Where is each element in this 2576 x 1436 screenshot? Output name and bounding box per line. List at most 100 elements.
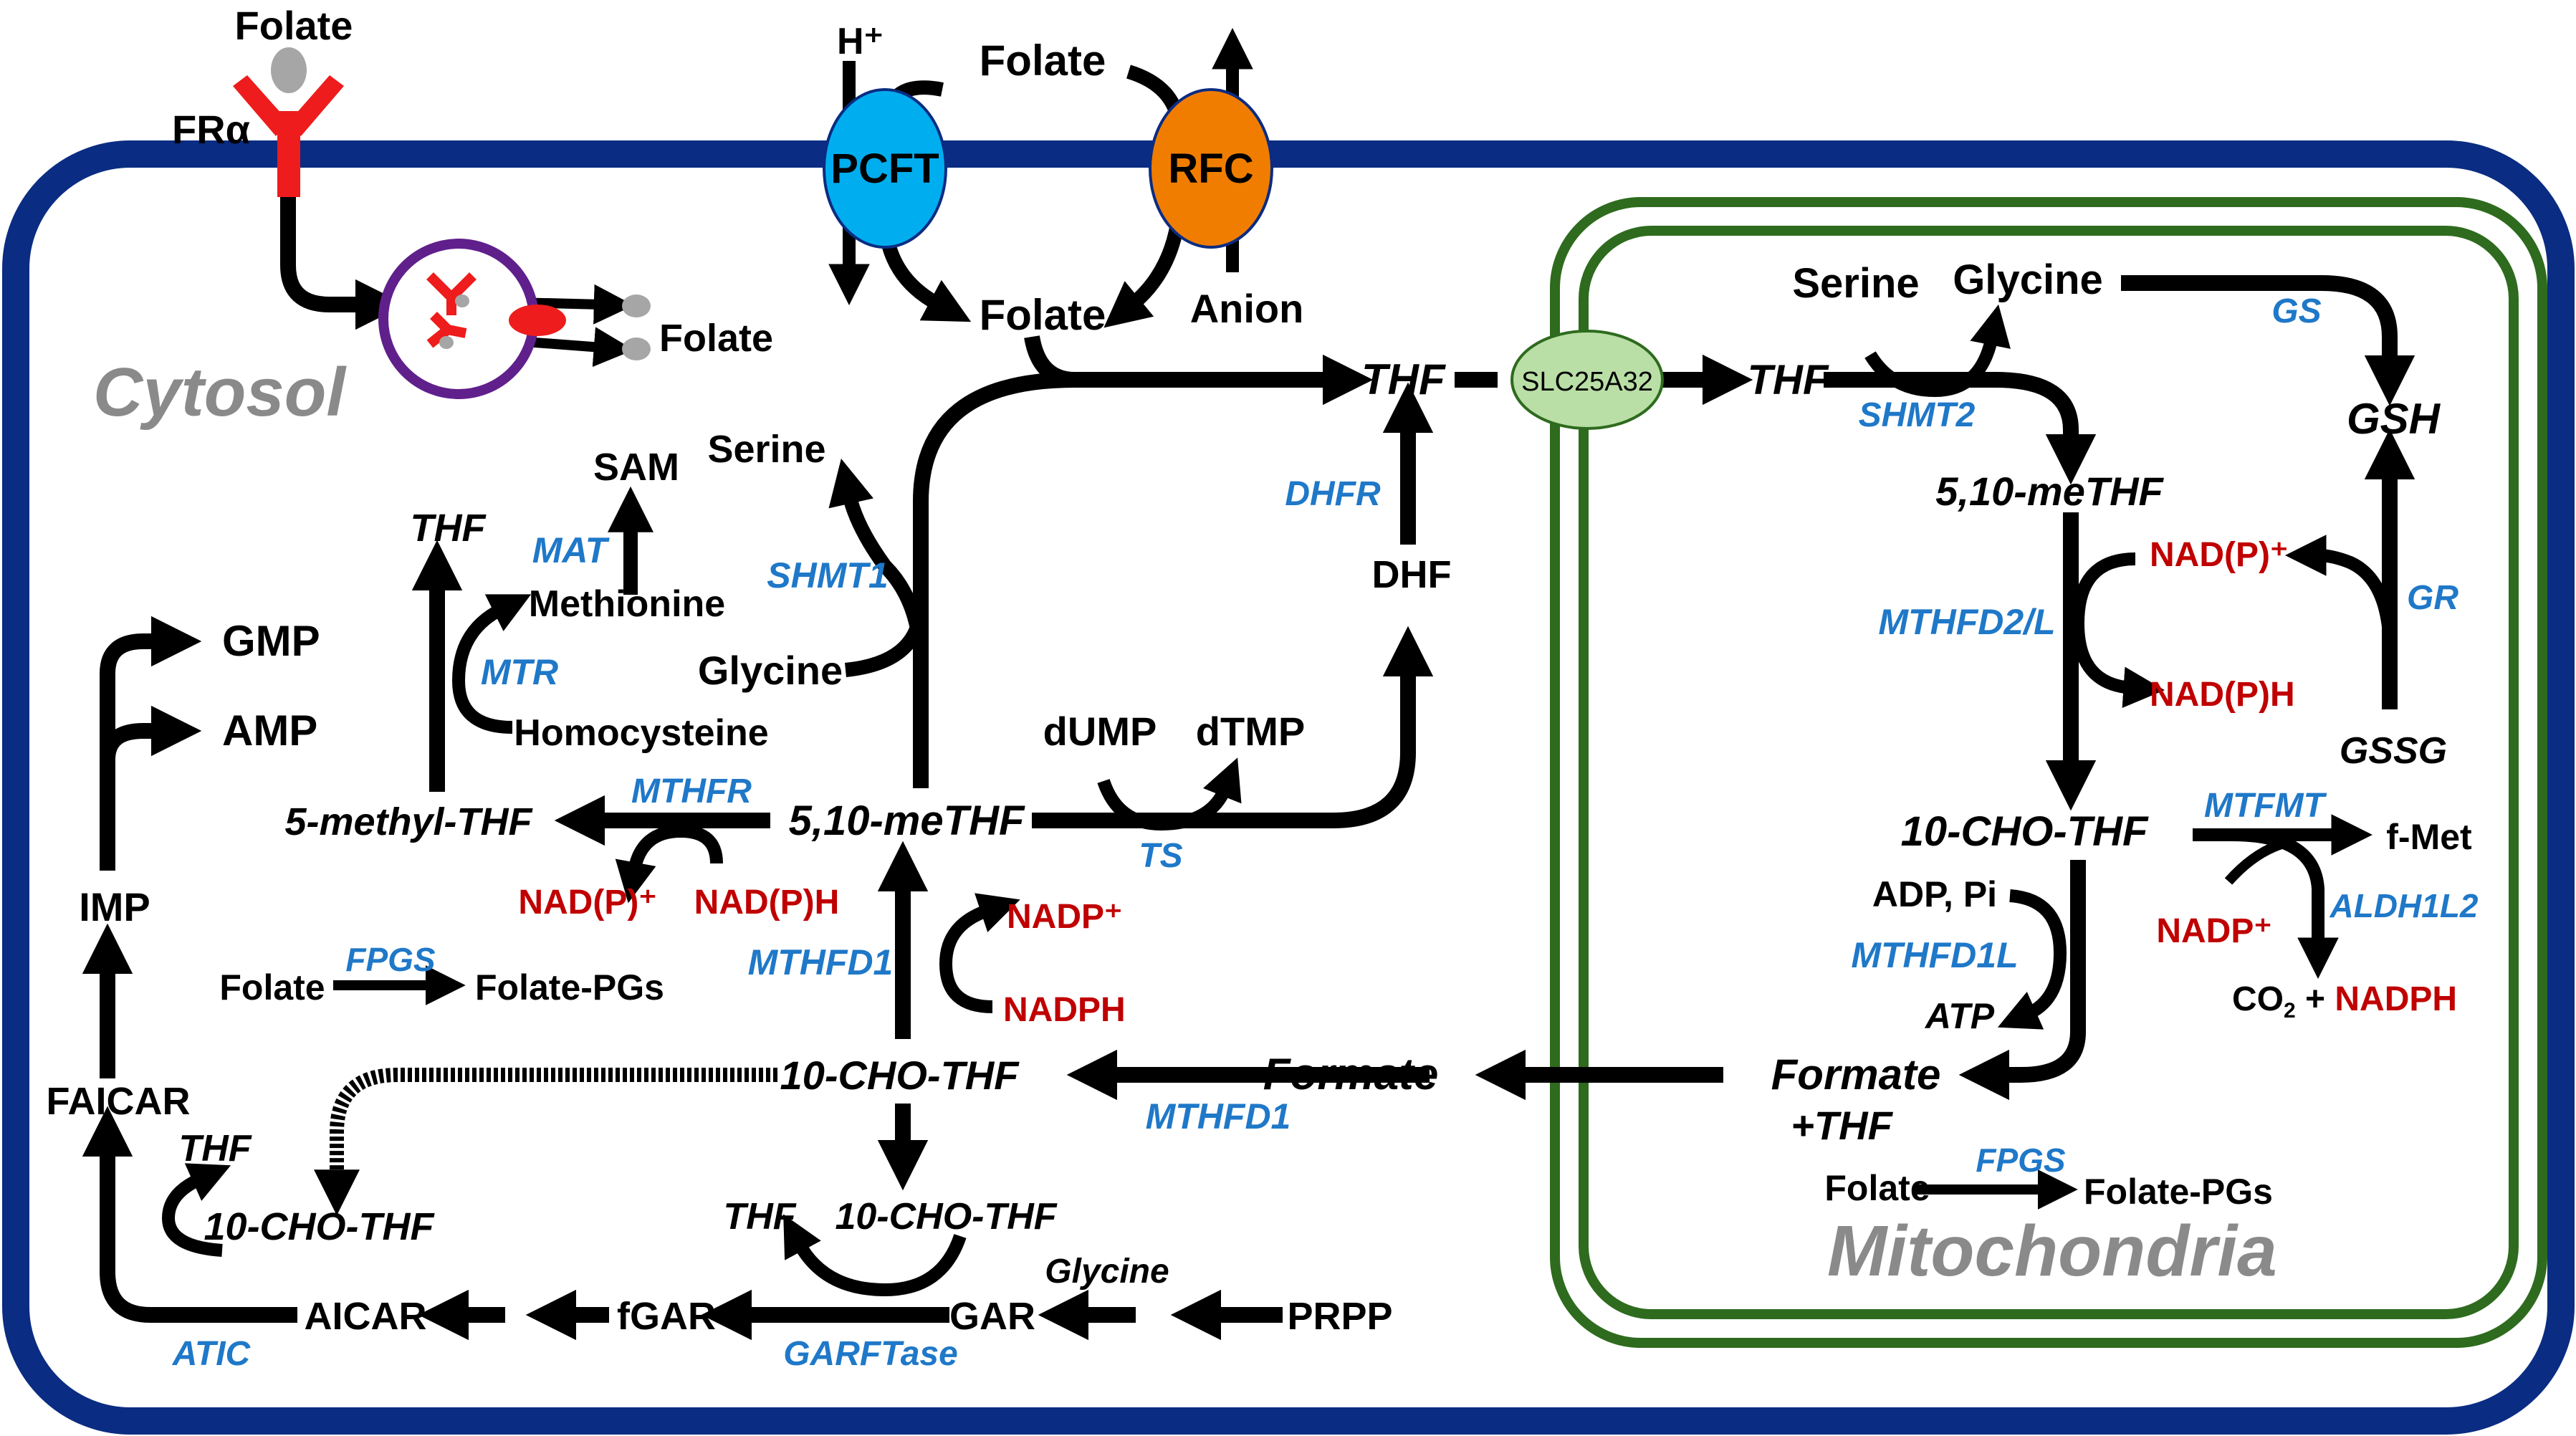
gar-label: GAR [949,1295,1035,1338]
sam-label: SAM [593,446,679,489]
imp-label: IMP [79,884,150,929]
cho-thf-atic-label: 10-CHO-THF [204,1205,436,1248]
mthfd1-lower-label: MTHFD1 [1146,1096,1291,1136]
mtfmt-label: MTFMT [2204,787,2327,825]
arrow-aldh1l2 [2231,828,2339,980]
arrow-dotted-cho-thf-to-atic [313,1068,777,1216]
gr-label: GR [2407,579,2458,617]
arrow-garftase-cofactor [783,1214,967,1296]
arrow-serine-glycine [1864,304,2011,397]
nadp-plus-mthfd1-label: NADP⁺ [1007,898,1122,936]
mito-glycine-label: Glycine [1953,257,2103,303]
mito-folate-pgs-label: Folate-PGs [2084,1172,2273,1212]
co2-label: CO2 + NADPH [2232,980,2457,1023]
nadp-plus-mthfr-label: NAD(P)⁺ [518,884,656,922]
shmt1-label: SHMT1 [767,555,888,595]
arrow-atic [82,1106,297,1323]
serine-label: Serine [707,428,825,471]
arrow-imp-gmp [100,616,202,871]
mtr-label: MTR [481,652,558,692]
arrow-gr-nadp [2284,535,2396,653]
arrow-dump-dtmp [1097,757,1242,831]
arrow-adp-atp [1997,889,2067,1030]
mitochondria-outer-membrane [1550,197,2547,1348]
fgar-label: fGAR [617,1295,716,1338]
anion-label: Anion [1190,286,1304,331]
mito-nadp-plus-label: NAD(P)⁺ [2150,536,2288,574]
arrow-folate-to-thf [1024,335,1374,406]
gs-label: GS [2271,292,2321,330]
methionine-label: Methionine [529,583,725,625]
mito-serine-label: Serine [1792,260,1919,307]
cho-thf-garft-label: 10-CHO-THF [835,1196,1057,1238]
thf-main-label: THF [1361,355,1446,403]
mito-fpgs-label: FPGS [1976,1141,2066,1179]
mito-nadph-label: NAD(P)H [2150,676,2295,714]
cho-thf-cytosol-label: 10-CHO-THF [780,1053,1020,1098]
arrow-glycine-in [844,608,928,677]
dtmp-label: dTMP [1196,709,1305,754]
fra-label: FRα [172,107,250,152]
atp-label: ATP [1924,996,1995,1036]
aldh1l2-label: ALDH1L2 [2329,887,2478,924]
glycine-label: Glycine [698,648,843,693]
slc25a32-label: SLC25A32 [1521,367,1653,397]
ts-label: TS [1139,837,1182,875]
formate-cytosol-label: Formate [1263,1050,1439,1099]
folate-in-label: Folate [980,291,1106,339]
fpgs-cytosol-label: FPGS [345,941,436,978]
mat-label: MAT [532,530,611,570]
arrow-shmt2 [1824,372,2097,485]
thf-mtr-label: THF [411,507,487,550]
mito-folate-fpgs-label: Folate [1824,1168,1930,1208]
gmp-label: GMP [222,617,320,665]
mitochondria-label: Mitochondria [1827,1211,2277,1291]
amp-label: AMP [222,707,317,755]
mito-nadp-plus-aldh-label: NADP⁺ [2156,912,2271,950]
cell-membrane [2,140,2575,1435]
atic-label: ATIC [172,1335,252,1373]
h-plus-label: H⁺ [837,21,884,62]
endosome-icon [378,239,651,399]
five-methyl-thf-label: 5-methyl-THF [284,800,533,843]
arrow-mthfd1l [1958,860,2086,1101]
mito-cho-thf-label: 10-CHO-THF [1901,808,2149,855]
fmet-label: f-Met [2386,817,2472,857]
gsh-label: GSH [2347,395,2441,443]
mito-thf-label: THF [1748,357,1829,403]
endosome-folate-label: Folate [659,317,773,360]
arrow-nadp-to-nadph-mito [2072,552,2165,708]
nadph-mthfd1-label: NADPH [1003,991,1126,1029]
arrow-gs [2121,275,2415,406]
thf-garft-label: THF [723,1196,796,1238]
mthfr-label: MTHFR [631,772,752,810]
aicar-label: AICAR [305,1295,427,1338]
mthfd1-upper-label: MTHFD1 [748,942,894,982]
prpp-label: PRPP [1287,1295,1392,1338]
cytosol-label: Cytosol [93,354,347,431]
slc25a32-transporter [1510,330,1664,430]
faicar-label: FAICAR [47,1080,191,1123]
thf-atic-label: THF [178,1128,252,1169]
folate-pgs-label: Folate-PGs [475,967,664,1007]
arrow-ts-dhf [1032,626,1434,828]
rfc-transporter [1149,88,1273,249]
shmt2-label: SHMT2 [1859,396,1976,434]
mito-me-thf-label: 5,10-meTHF [1935,469,2164,514]
pcft-label: PCFT [830,145,939,192]
gssg-label: GSSG [2340,730,2447,772]
glycine-gar-label: Glycine [1045,1253,1169,1291]
dhf-label: DHF [1372,553,1452,596]
rfc-label: RFC [1168,145,1253,192]
arrow-atic-cofactor [162,1163,231,1257]
arrow-nadp-aldh-in [2224,837,2291,885]
dhfr-label: DHFR [1285,475,1381,513]
garftase-label: GARFTase [783,1335,958,1373]
folate-top-label: Folate [980,37,1106,85]
mthfd2-label: MTHFD2/L [1878,602,2055,642]
nadph-mthfr-label: NAD(P)H [694,884,840,922]
mitochondria-inner-membrane [1579,226,2519,1319]
fra-receptor-icon [233,47,344,197]
